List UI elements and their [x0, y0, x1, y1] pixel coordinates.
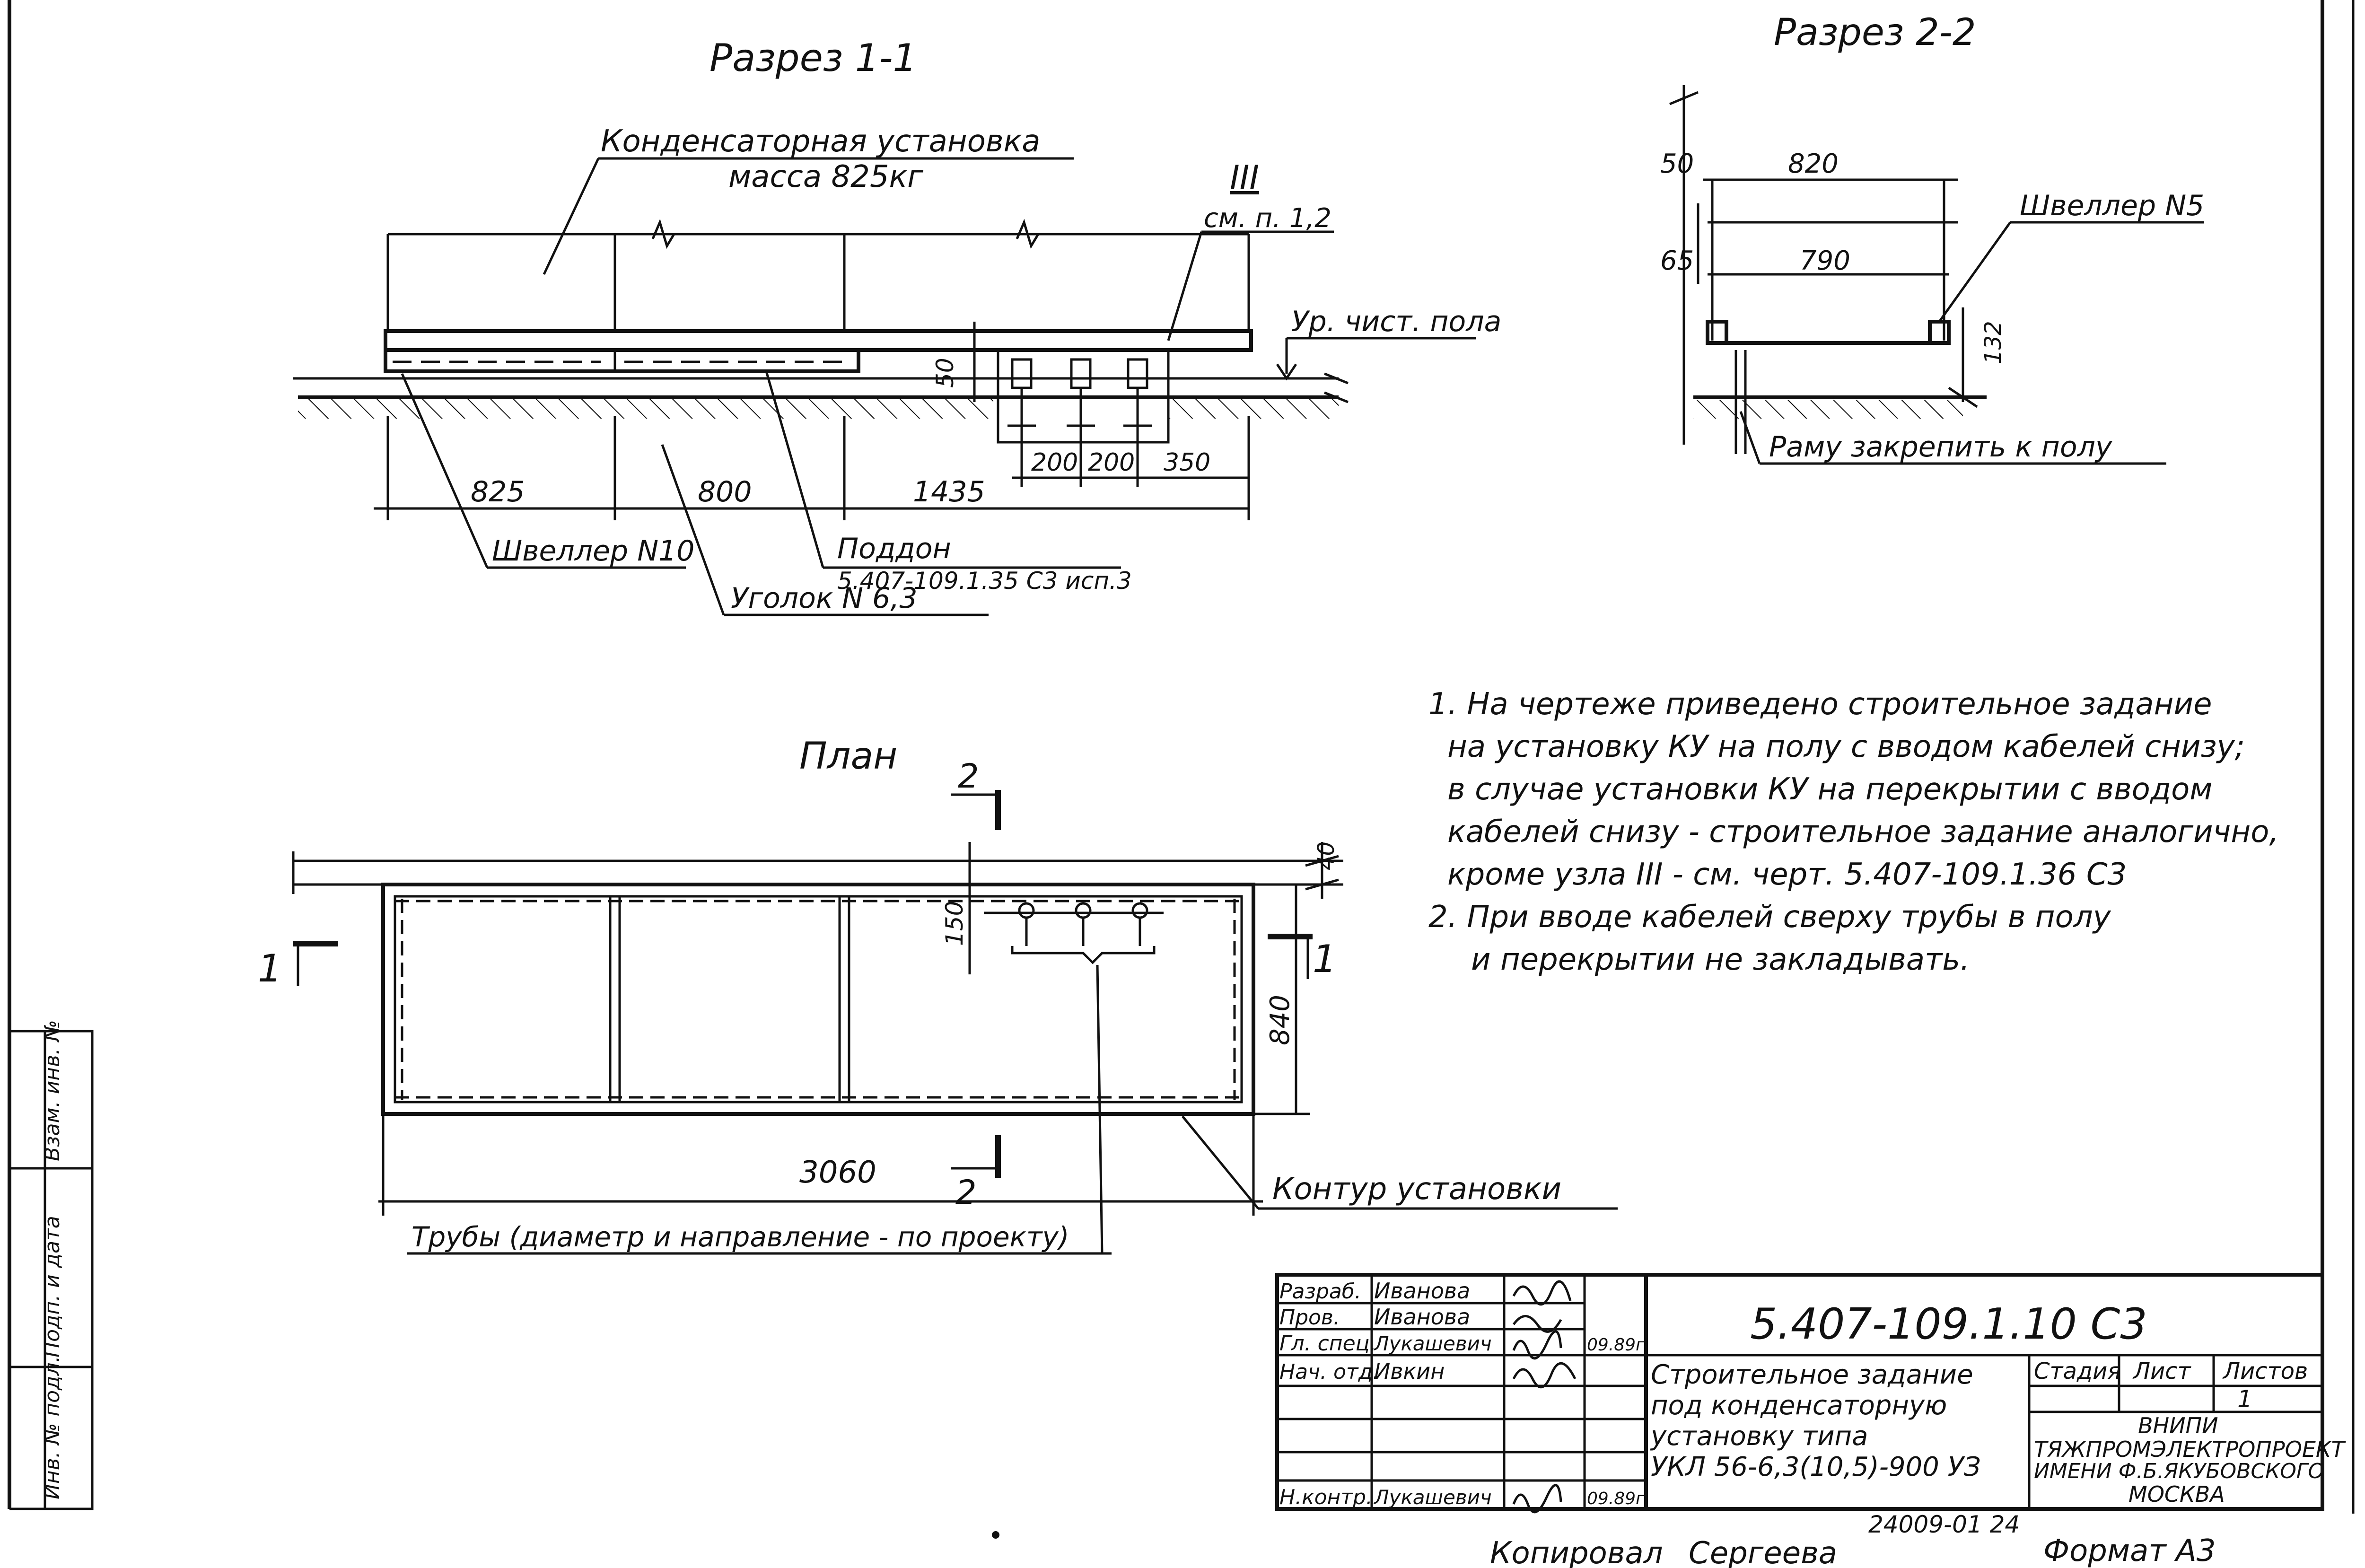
frame-fix-note: Раму закрепить к полу	[1769, 430, 2113, 464]
sheets-value: 1	[2237, 1385, 2252, 1413]
dim-50-section1: 50	[931, 358, 959, 388]
channel-n5-label: Швеллер N5	[2020, 189, 2204, 222]
channel-n10-label: Швеллер N10	[492, 534, 694, 568]
org-line-2: ТЯЖПРОМЭЛЕКТРОПРОЕКТ	[2034, 1437, 2347, 1462]
plan-view: План 150 2 2	[258, 735, 1618, 1255]
stamp-sign-date: Подп. и дата	[40, 1216, 64, 1358]
role-7: Н.контр.	[1279, 1485, 1373, 1509]
stamp-replaces: Взам. инв. №	[40, 1020, 64, 1161]
role-1: Разраб.	[1279, 1279, 1361, 1304]
section-1-1: Разрез 1-1 Конденсаторная установка масс…	[293, 36, 1501, 616]
note-line-2: на установку КУ на полу с вводом кабелей…	[1447, 729, 2245, 764]
note-line-5: кроме узла III - см. черт. 5.407-109.1.3…	[1447, 857, 2127, 892]
section-1-1-title: Разрез 1-1	[710, 36, 917, 80]
cut-1-left: 1	[258, 946, 282, 990]
pipe-sleeves-section	[1007, 358, 1152, 430]
name-2: Иванова	[1374, 1304, 1470, 1330]
copied-label: Копировал	[1490, 1536, 1663, 1568]
side-stamp: Инв. № подл. Подп. и дата Взам. инв. №	[9, 1020, 94, 1510]
description-line-3: установку типа	[1650, 1421, 1868, 1452]
dim-350: 350	[1164, 448, 1210, 477]
section-2-2-title: Разрез 2-2	[1774, 11, 1976, 54]
angle-label: Уголок N 6,3	[731, 582, 918, 615]
org-line-1: ВНИПИ	[2138, 1413, 2218, 1438]
org-line-4: МОСКВА	[2128, 1481, 2225, 1507]
note-line-1: 1. На чертеже приведено строительное зад…	[1428, 687, 2212, 722]
unit-label-line1: Конденсаторная установка	[601, 124, 1040, 159]
dim-40: 40	[1313, 841, 1340, 870]
name-1: Иванова	[1374, 1278, 1470, 1304]
format-label: Формат А3	[2043, 1533, 2216, 1568]
stage-label: Стадия	[2034, 1358, 2121, 1384]
dim-800: 800	[698, 475, 752, 508]
signatures	[1512, 1280, 1577, 1514]
cut-2-top: 2	[958, 757, 979, 796]
cut-1-right: 1	[1313, 937, 1337, 981]
note-line-6: 2. При вводе кабелей сверху трубы в полу	[1428, 900, 2111, 935]
sheets-label: Листов	[2222, 1358, 2308, 1384]
date-3: 09.89г	[1587, 1335, 1645, 1355]
stamp-inv-no: Инв. № подл.	[40, 1356, 64, 1499]
title-block: Разраб. Пров. Гл. спец. Нач. отд. Н.конт…	[1275, 1273, 2347, 1514]
dim-132: 132	[1980, 321, 2006, 364]
floor-level-label: Ур. чист. пола	[1291, 305, 1501, 338]
archive-number: 24009-01 24	[1868, 1511, 2020, 1538]
unit-label-line2: масса 825кг	[728, 159, 923, 194]
doc-code: 5.407-109.1.10 С3	[1750, 1299, 2147, 1349]
dim-65: 65	[1660, 245, 1694, 276]
footer: 24009-01 24 Копировал Сергеева Формат А3	[992, 1511, 2216, 1568]
plan-title: План	[799, 735, 897, 778]
dim-3060: 3060	[799, 1155, 876, 1190]
note-line-7: и перекрытии не закладывать.	[1471, 942, 1970, 977]
dim-825: 825	[471, 475, 525, 508]
dim-820: 820	[1788, 149, 1839, 179]
dim-790: 790	[1800, 245, 1850, 276]
pipes-label: Трубы (диаметр и направление - по проект…	[412, 1221, 1069, 1253]
date-7: 09.89г	[1587, 1489, 1645, 1508]
dim-200a: 200	[1031, 448, 1078, 477]
notes: 1. На чертеже приведено строительное зад…	[1428, 687, 2279, 977]
node-ref: см. п. 1,2	[1204, 203, 1331, 234]
sheet-label: Лист	[2132, 1358, 2192, 1384]
copier-name: Сергеева	[1689, 1536, 1837, 1568]
name-4: Ивкин	[1374, 1358, 1445, 1384]
dim-200b: 200	[1088, 448, 1135, 477]
section-2-2: Разрез 2-2 50 820 65 790 132 Швеллер N5 …	[1660, 11, 2204, 465]
node-mark: III	[1230, 158, 1259, 197]
description-line-1: Строительное задание	[1651, 1359, 1973, 1390]
pipe-sleeves-plan	[968, 842, 1164, 974]
description-line-4: УКЛ 56-6,3(10,5)-900 УЗ	[1651, 1452, 1981, 1482]
role-4: Нач. отд.	[1279, 1360, 1379, 1384]
name-7: Лукашевич	[1373, 1486, 1492, 1509]
tray-ref: 5.407-109.1.35 С3 исп.3	[837, 567, 1132, 595]
description-line-2: под конденсаторную	[1651, 1390, 1947, 1421]
sheet-frame	[8, 0, 2355, 1514]
role-2: Пров.	[1279, 1305, 1340, 1330]
org-line-3: ИМЕНИ Ф.Б.ЯКУБОВСКОГО	[2034, 1459, 2324, 1483]
dim-1435: 1435	[913, 475, 985, 508]
contour-label: Контур установки	[1272, 1172, 1561, 1207]
dim-150: 150	[941, 901, 968, 946]
dim-50-section2: 50	[1660, 149, 1694, 179]
role-3: Гл. спец.	[1279, 1331, 1376, 1356]
dim-840: 840	[1265, 995, 1296, 1045]
cut-2-bottom: 2	[955, 1173, 977, 1212]
punch-dot	[992, 1531, 999, 1539]
tray-label: Поддон	[837, 532, 951, 565]
name-3: Лукашевич	[1373, 1332, 1492, 1355]
note-line-4: кабелей снизу - строительное задание ана…	[1447, 815, 2279, 850]
note-line-3: в случае установки КУ на перекрытии с вв…	[1447, 772, 2213, 807]
